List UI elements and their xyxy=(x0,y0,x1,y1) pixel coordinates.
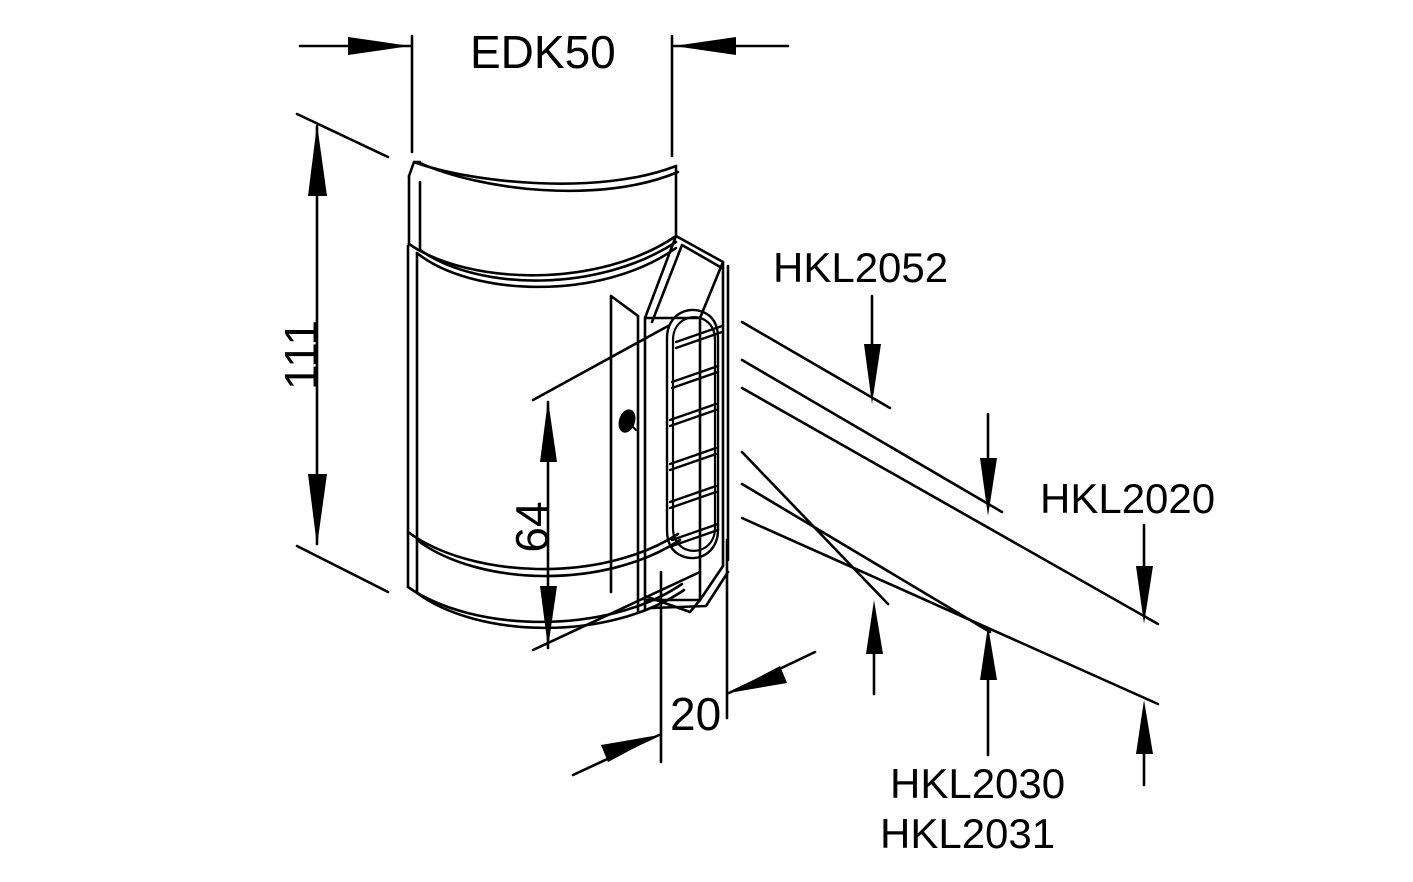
dim111-arrowhead-bottom xyxy=(308,474,327,546)
dim64-extension-top xyxy=(531,324,670,402)
vent-slots xyxy=(668,324,724,548)
leader-line-1 xyxy=(740,320,892,410)
dim20-arrowhead-lower xyxy=(601,735,659,762)
labels: EDK50 111 64 20 HKL2052 HKL2020 HKL2030 … xyxy=(275,26,1215,857)
dimension-64 xyxy=(531,324,702,652)
callout-label-hkl2030: HKL2030 xyxy=(890,760,1065,807)
body-bottom-edge-1 xyxy=(406,582,684,624)
arrow-head xyxy=(1136,566,1153,624)
leader-line-6 xyxy=(740,516,1160,706)
arrow-head xyxy=(1136,700,1153,754)
top-cap-front-edge xyxy=(412,160,678,185)
vent-block-top-face-inner xyxy=(650,243,724,324)
dim111-extension-top xyxy=(295,112,390,159)
vent-panel xyxy=(665,308,724,560)
callout-arrows xyxy=(864,294,1153,787)
dim111-extension-bottom xyxy=(295,544,390,594)
dimension-label-edk50: EDK50 xyxy=(470,26,616,78)
arrow-hkl2030-1 xyxy=(866,600,883,696)
arrow-head xyxy=(980,458,997,516)
dimension-111 xyxy=(295,112,390,594)
latch-mark-icon xyxy=(618,409,636,433)
arrow-hkl2031-1 xyxy=(1136,700,1153,787)
edk50-arrowhead-right xyxy=(674,37,736,55)
dimension-label-111: 111 xyxy=(275,320,327,390)
arrow-head xyxy=(866,600,883,654)
top-cap-rear-edge xyxy=(418,161,680,193)
vent-block-bottom-face xyxy=(643,564,725,602)
callout-label-hkl2052: HKL2052 xyxy=(773,244,948,291)
dim20-arrowhead-upper xyxy=(729,666,787,693)
vent-block-bottom-face-inner xyxy=(650,570,730,610)
vent-outline-inner xyxy=(671,316,717,552)
arrow-hkl2020-2 xyxy=(1136,523,1153,624)
arrow-head xyxy=(864,344,881,404)
top-cap-bottom-curve-2 xyxy=(418,240,678,282)
leader-line-5 xyxy=(740,482,992,634)
dim64-arrowhead-bottom xyxy=(540,586,557,648)
leader-line-3 xyxy=(740,386,1160,626)
dimension-label-64: 64 xyxy=(506,501,558,552)
door-top-left-bevel xyxy=(609,294,640,318)
body-top-curve xyxy=(415,246,678,289)
dim64-arrowhead-top xyxy=(540,400,557,462)
dim111-arrowhead-top xyxy=(308,124,327,196)
latch-mark-detail xyxy=(630,424,637,431)
arrow-head xyxy=(980,626,997,680)
arrow-hkl2020-1 xyxy=(980,412,997,516)
callout-label-hkl2031: HKL2031 xyxy=(880,810,1055,857)
dimension-label-20: 20 xyxy=(670,688,721,740)
device-body xyxy=(406,160,730,630)
leader-line-2 xyxy=(740,358,1004,514)
dim64-extension-bottom xyxy=(531,570,702,652)
base-tab xyxy=(643,594,702,614)
body-bottom-shoulder-2 xyxy=(415,538,682,578)
dimension-edk50 xyxy=(298,34,790,158)
callout-label-hkl2020: HKL2020 xyxy=(1040,475,1215,522)
edk50-arrowhead-left xyxy=(348,37,410,55)
vent-outline-outer xyxy=(665,308,720,560)
arrow-hkl2030-2 xyxy=(980,626,997,757)
leader-lines xyxy=(740,320,1160,706)
arrow-hkl2052-1 xyxy=(864,294,881,404)
